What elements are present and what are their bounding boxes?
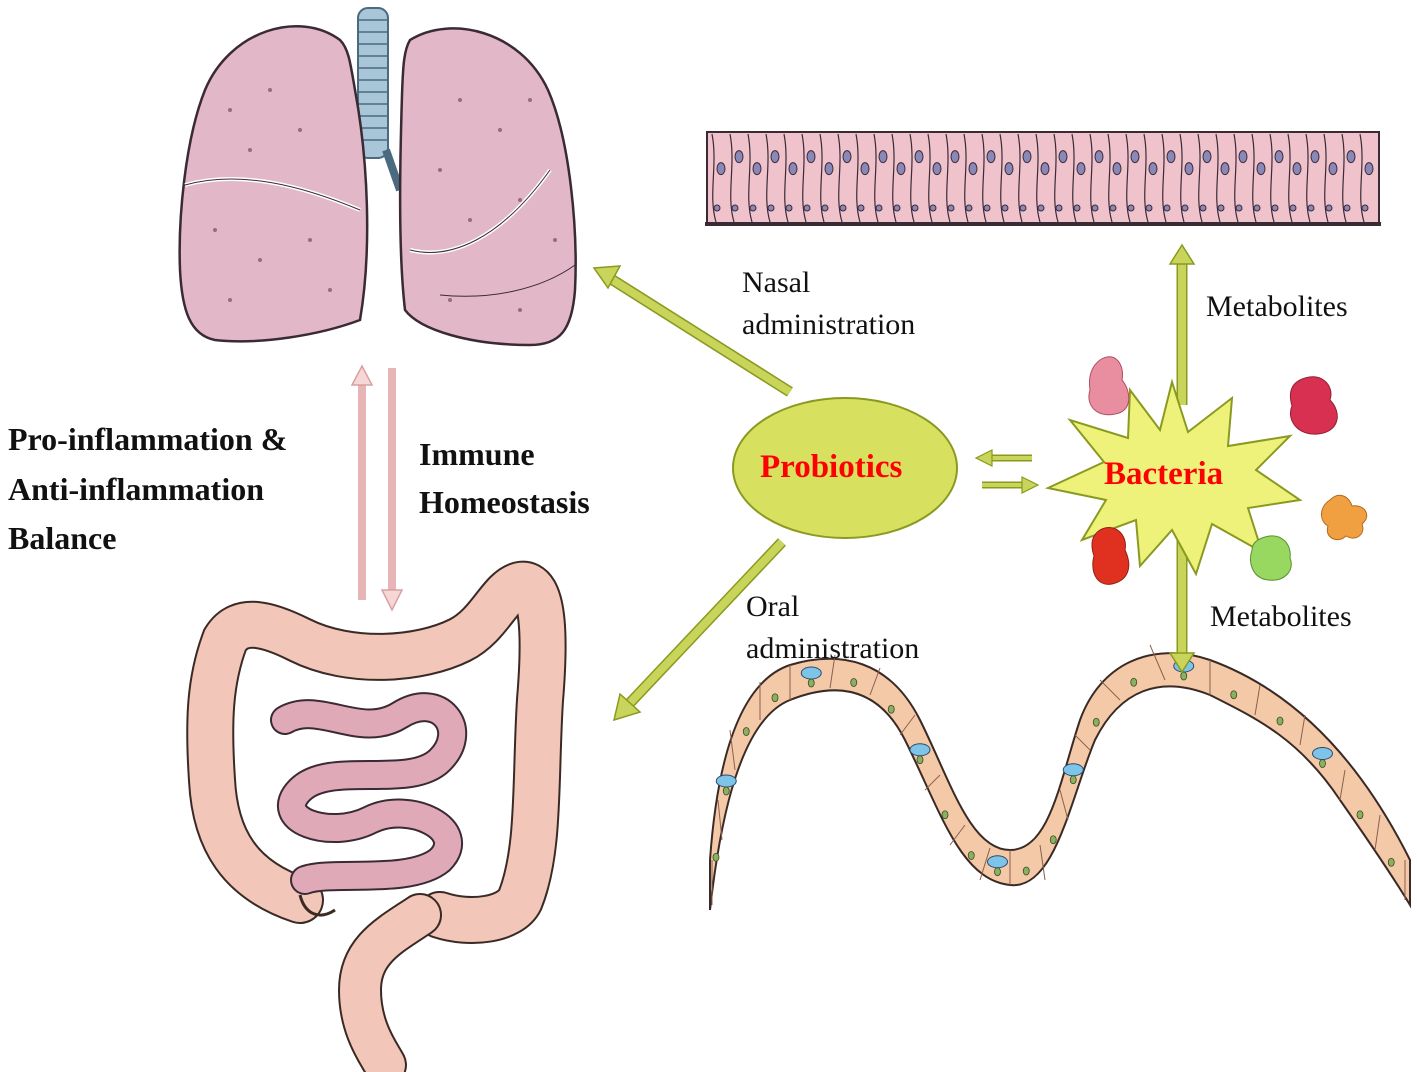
nasal-arrow [592,265,793,397]
balance-label-line2: Anti-inflammation [8,471,264,507]
probiotics-label: Probiotics [760,449,903,485]
balance-label-line1: Pro-inflammation & [8,421,288,457]
probiotics-ellipse [732,397,958,539]
lungs-icon [178,7,577,347]
nasal-label-line1: Nasal [742,266,811,299]
oral-label-line2: administration [746,632,920,665]
oral-arrow [612,538,786,722]
metabolites-down-arrow [1168,530,1196,674]
immune-label-line2: Homeostasis [419,484,590,520]
lung-gut-double-arrow [350,364,404,612]
metabolites-label-bottom: Metabolites [1210,600,1352,633]
bacteria-starburst-icon [1044,378,1303,577]
immune-label-line1: Immune [419,436,535,472]
nasal-label-line2: administration [742,308,916,341]
metabolites-up-arrow [1168,243,1196,405]
intestine-icon [186,560,567,1072]
bacteria-label: Bacteria [1104,456,1224,492]
oral-label-line1: Oral [746,590,800,623]
gut-villi-icon [709,644,1411,911]
metabolite-blob-icon [1088,356,1368,585]
probiotics-bacteria-exchange-arrows [974,449,1040,494]
airway-epithelium-icon [705,131,1381,226]
balance-label-line3: Balance [8,520,117,556]
metabolites-label-top: Metabolites [1206,290,1348,323]
